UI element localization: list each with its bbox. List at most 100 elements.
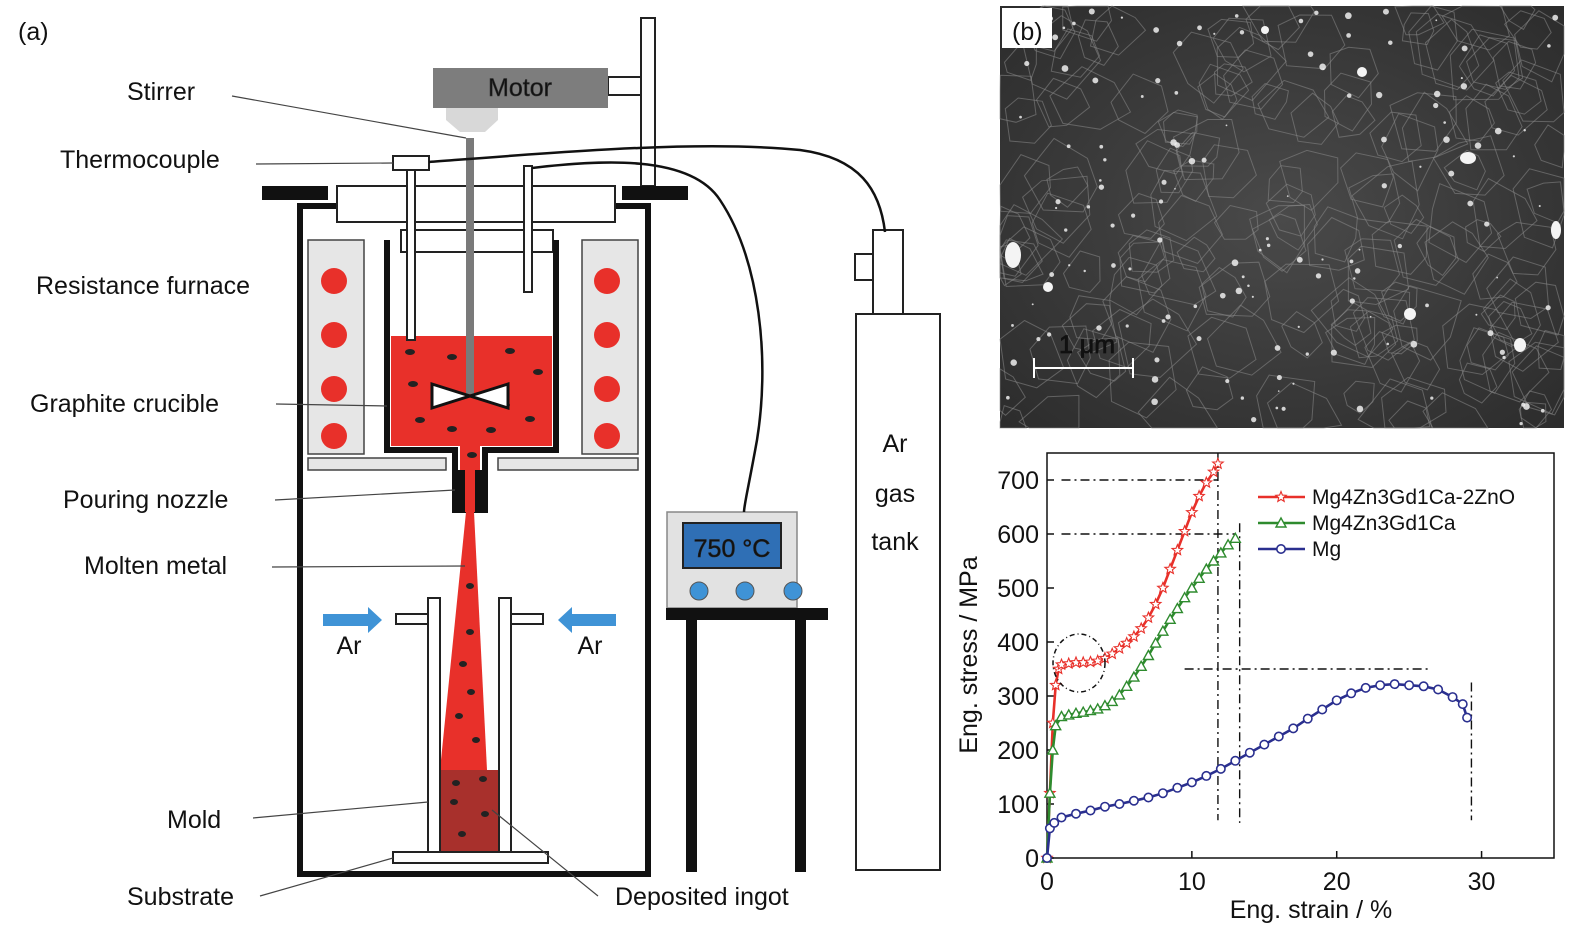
- label-graphite-crucible: Graphite crucible: [30, 390, 219, 418]
- sem-grain-texture: [999, 5, 1565, 429]
- precipitate-particle: [1140, 95, 1144, 98]
- controller-display: [682, 522, 782, 569]
- grain-boundary: [1264, 263, 1340, 334]
- label-stirrer: Stirrer: [127, 78, 195, 106]
- grain-boundary: [1381, 113, 1439, 192]
- precipitate-particle: [1201, 157, 1207, 163]
- grain-boundary: [1514, 10, 1565, 83]
- precipitate-particle: [1494, 127, 1502, 135]
- precipitate-particle: [1103, 158, 1107, 162]
- precipitate-particle: [1219, 292, 1226, 299]
- precipitate-particle: [1540, 408, 1545, 413]
- precipitate-particle: [1157, 237, 1163, 243]
- grain-boundary: [1424, 221, 1489, 295]
- precipitate-particle: [1154, 357, 1160, 363]
- precipitate-particle: [1120, 16, 1124, 19]
- grain-boundary: [1443, 149, 1486, 191]
- label-molten-metal: Molten metal: [84, 552, 227, 580]
- precipitate-particle: [1349, 259, 1354, 264]
- precipitate-particle: [1155, 78, 1161, 84]
- grain-boundary: [1018, 394, 1080, 429]
- precipitate-particle: [1460, 83, 1468, 90]
- grain-boundary: [1482, 331, 1550, 403]
- precipitate-particle: [1502, 355, 1506, 360]
- data-point: [1049, 719, 1062, 731]
- grain-boundary: [1484, 74, 1548, 136]
- grain-boundary: [1125, 140, 1183, 204]
- grain-boundary: [1534, 124, 1565, 169]
- precipitate-particle: [1292, 382, 1295, 385]
- grain-boundary: [1343, 380, 1375, 414]
- precipitate-particle: [1251, 295, 1254, 298]
- grain-boundary: [1503, 10, 1552, 50]
- data-point: [1156, 580, 1170, 594]
- data-point: [1042, 852, 1053, 863]
- grain-boundary: [1290, 92, 1339, 145]
- data-point: [1106, 694, 1119, 707]
- grain-boundary: [1157, 109, 1198, 148]
- grain-boundary: [1537, 329, 1565, 371]
- precipitate-particle: [1188, 157, 1196, 165]
- precipitate-particle: [1433, 90, 1441, 98]
- precipitate-particle: [1281, 406, 1286, 411]
- grain-boundary: [1110, 73, 1169, 135]
- legend-entry: Mg4Zn3Gd1Ca: [1312, 512, 1456, 535]
- data-point: [1244, 747, 1255, 758]
- precipitate-particle: [1088, 8, 1095, 15]
- leader-mold: [252, 801, 429, 819]
- series-1: [1040, 531, 1242, 863]
- grain-boundary: [999, 237, 1044, 282]
- data-point: [1157, 788, 1168, 799]
- data-point: [1317, 704, 1328, 715]
- precipitate-particle: [1425, 303, 1429, 308]
- ar-arrow-right: [558, 607, 616, 633]
- precipitate-particle: [1381, 136, 1387, 143]
- precipitate-particle: [1234, 14, 1239, 18]
- precipitate-particle: [1128, 267, 1132, 271]
- data-point: [1331, 695, 1342, 706]
- grain-boundary: [1117, 192, 1165, 239]
- precipitate-particle: [1251, 416, 1257, 423]
- data-point: [1211, 456, 1225, 470]
- grain-boundary: [1223, 49, 1284, 110]
- precipitate-particle: [1330, 349, 1337, 356]
- gas-inlet-tube: [523, 165, 533, 293]
- grain-boundary: [1201, 266, 1247, 318]
- grain-boundary: [1393, 285, 1462, 361]
- precipitate-particle: [1547, 44, 1551, 48]
- spray-particles: [455, 583, 480, 743]
- data-point: [1141, 610, 1156, 624]
- precipitate-particle: [1225, 124, 1228, 127]
- grain-boundary: [1401, 12, 1435, 46]
- grain-boundary: [999, 153, 1051, 214]
- data-point: [1230, 755, 1241, 766]
- precipitate-particle: [1460, 152, 1476, 164]
- grain-boundary: [1213, 63, 1253, 97]
- data-point: [1091, 653, 1105, 667]
- precipitate-particle: [1315, 273, 1322, 279]
- precipitate-particle: [1235, 287, 1243, 295]
- tank-valve: [872, 229, 904, 315]
- series-layer: [1040, 456, 1473, 864]
- precipitate-particle: [1153, 27, 1160, 33]
- data-point: [1404, 680, 1415, 691]
- grain-boundary: [1102, 276, 1172, 353]
- precipitate-particle: [1131, 213, 1136, 218]
- precipitate-particle: [1419, 165, 1422, 168]
- leader-stirrer: [231, 95, 467, 139]
- precipitate-particle: [1344, 12, 1352, 20]
- precipitate-particle: [1353, 277, 1356, 280]
- grain-boundary: [1213, 204, 1259, 240]
- grain-boundary: [1198, 261, 1271, 317]
- grain-boundary: [1062, 5, 1113, 42]
- precipitate-particle: [1286, 195, 1289, 197]
- controller-knob: [735, 581, 755, 601]
- data-point: [1149, 636, 1162, 648]
- stirrer-blade: [430, 381, 510, 411]
- x-tick-label: 0: [1040, 868, 1054, 896]
- panel-a: (a) Motor: [18, 17, 941, 911]
- grain-boundary: [1329, 46, 1379, 99]
- precipitate-particle: [1125, 324, 1129, 328]
- precipitate-particle: [1240, 396, 1245, 400]
- grain-boundary: [1256, 374, 1316, 429]
